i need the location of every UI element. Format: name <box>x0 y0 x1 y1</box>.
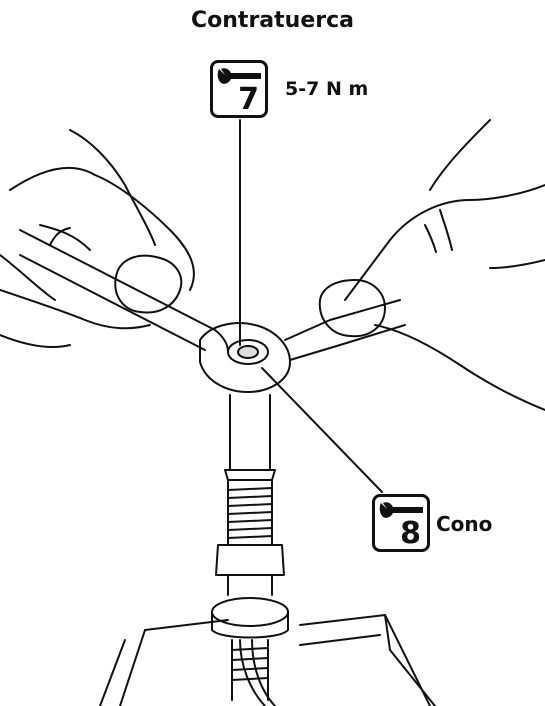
wrench-icon <box>379 502 423 518</box>
locknut-label: Contratuerca <box>191 8 354 33</box>
tool-number-8: 8 <box>400 516 421 551</box>
torque-value: 5-7 N m <box>285 78 369 100</box>
tool-badge-cone: 8 <box>372 494 430 552</box>
hub-wrenches <box>19 229 406 393</box>
cone-leader-line <box>261 367 383 493</box>
left-hand <box>0 129 195 348</box>
tool-number-7: 7 <box>238 82 259 117</box>
hub-axle <box>211 394 289 701</box>
cone-label: Cono <box>436 512 493 536</box>
wrench-icon <box>217 68 261 84</box>
tool-badge-locknut: 7 <box>210 60 268 118</box>
right-hand <box>318 119 545 411</box>
bench-vise <box>99 614 436 706</box>
